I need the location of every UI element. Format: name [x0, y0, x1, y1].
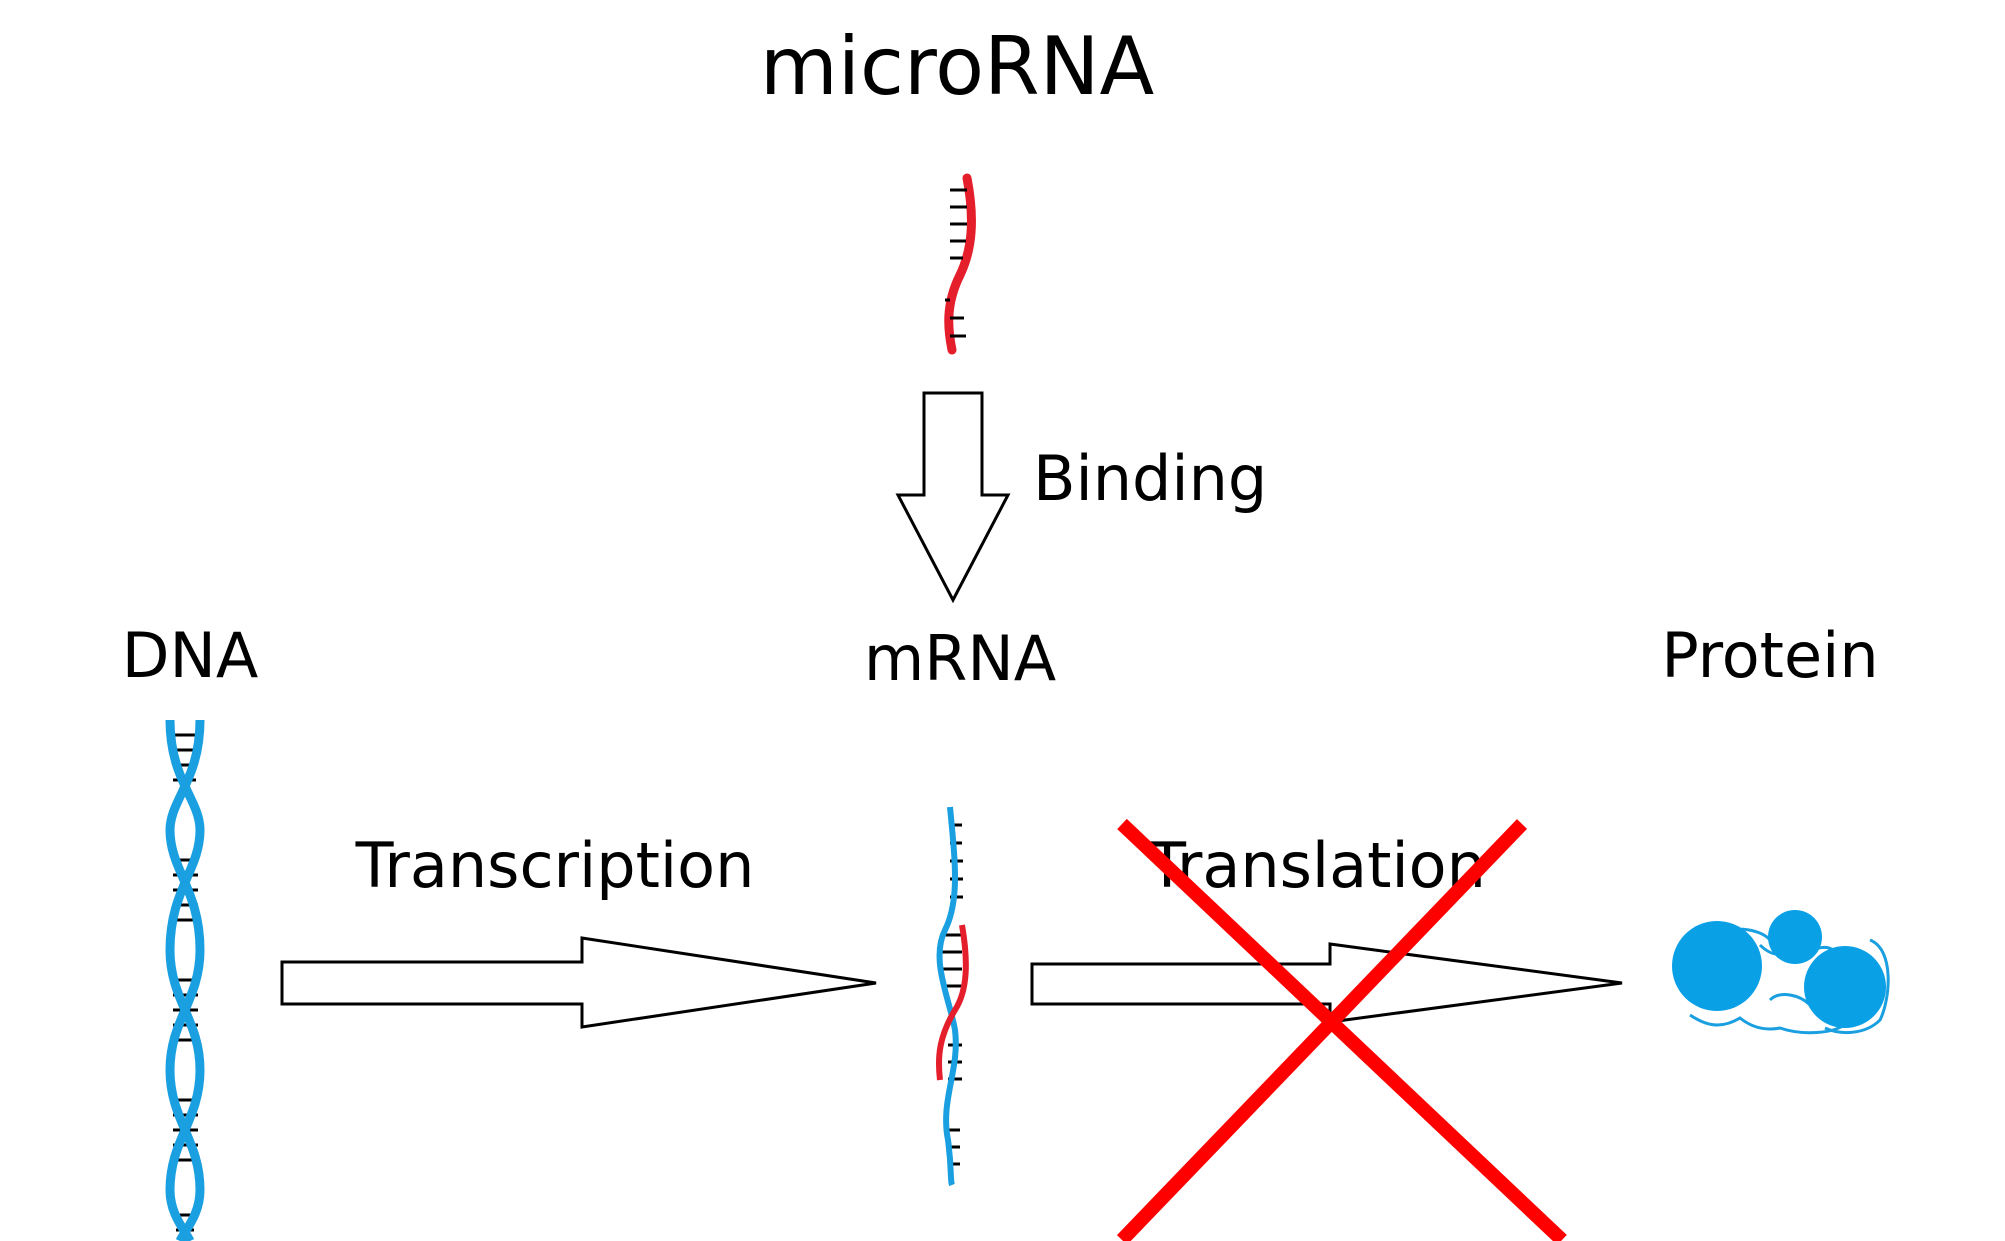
transcription-label: Transcription: [355, 829, 755, 902]
microrna-label: microRNA: [760, 20, 1155, 113]
transcription-arrow: [280, 936, 877, 1029]
binding-arrow: [895, 391, 1011, 604]
cross-mark-icon: [1116, 818, 1567, 1241]
dna-label: DNA: [122, 619, 259, 692]
mrna-with-bound-microrna-icon: [935, 806, 969, 1187]
double-helix-icon: [165, 719, 205, 1241]
translation-label: Translation: [1147, 829, 1486, 902]
binding-label: Binding: [1033, 442, 1267, 515]
protein-label: Protein: [1661, 619, 1878, 692]
mrna-label: mRNA: [864, 622, 1056, 695]
microrna-strand-icon: [944, 173, 976, 355]
translation-arrow: [1030, 942, 1623, 1024]
protein-globule-icon: [1672, 910, 1890, 1035]
